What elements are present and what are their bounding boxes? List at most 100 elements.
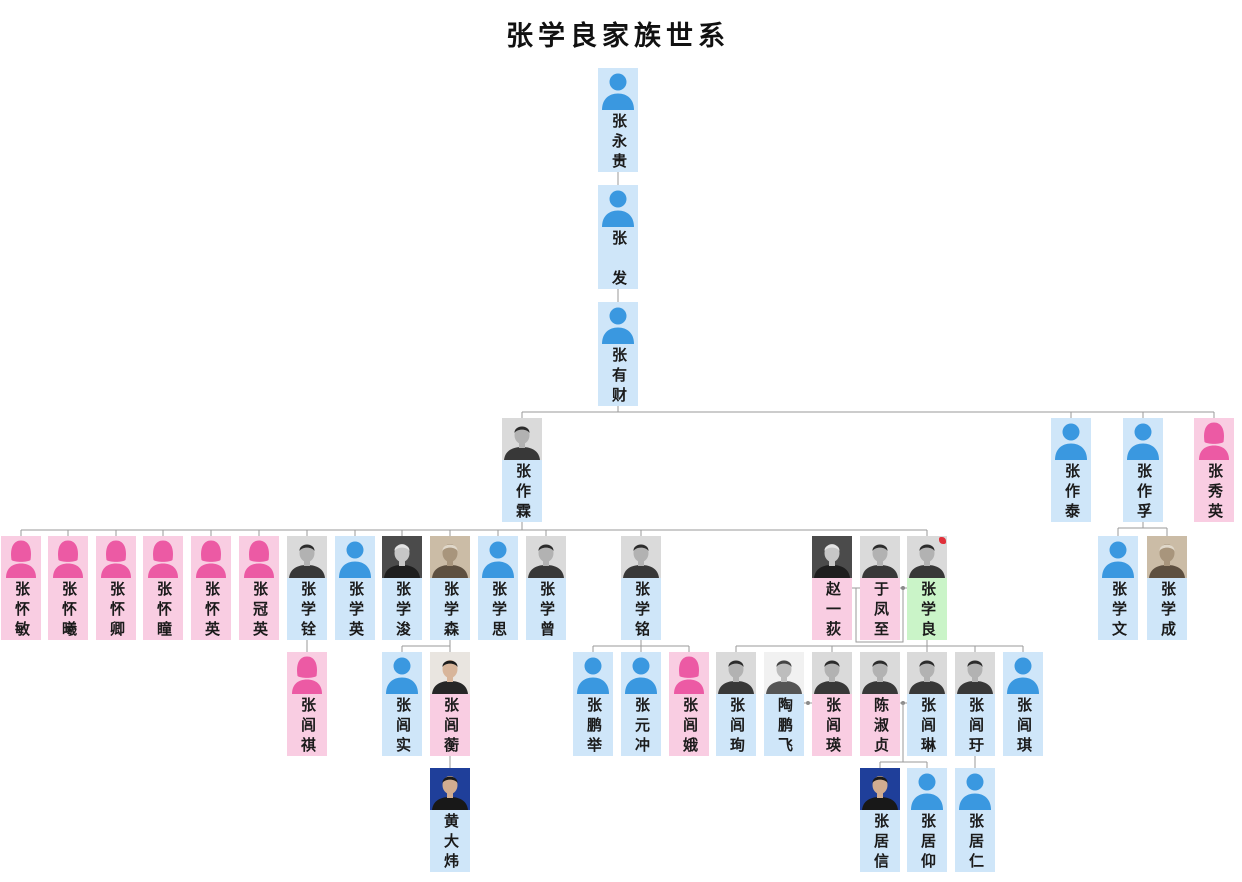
- female-silhouette-icon: [191, 536, 231, 578]
- member-name: 张冠英: [251, 581, 268, 640]
- male-silhouette-icon: [621, 652, 661, 694]
- male-silhouette-icon: [598, 68, 638, 110]
- member-node: 陶鹏飞: [764, 652, 804, 756]
- member-name: 张学铭: [633, 581, 650, 640]
- member-node: 张居仰: [907, 768, 947, 872]
- member-name: 张元冲: [633, 697, 650, 756]
- member-name: 张闾珣: [728, 697, 745, 756]
- female-silhouette-icon: [669, 652, 709, 694]
- member-name: 张怀敏: [13, 581, 30, 640]
- member-node: 张闾实: [382, 652, 422, 756]
- member-name: 张学英: [347, 581, 364, 640]
- member-name: 张居信: [872, 813, 889, 872]
- member-node: 张学成: [1147, 536, 1187, 640]
- female-silhouette-icon: [1, 536, 41, 578]
- connector-dot: [901, 586, 905, 590]
- connector-line: [401, 640, 451, 652]
- member-name: 张学成: [1159, 581, 1176, 640]
- member-name: 张 发: [610, 230, 627, 289]
- member-name: 张闾琳: [919, 697, 936, 756]
- portrait-photo: [430, 768, 470, 810]
- member-name: 张闾瑛: [824, 697, 841, 756]
- member-name: 张闾实: [394, 697, 411, 756]
- connector-line: [592, 640, 690, 652]
- portrait-photo: [502, 418, 542, 460]
- female-silhouette-icon: [96, 536, 136, 578]
- member-node: 张学浚: [382, 536, 422, 640]
- member-node: 张闾珣: [716, 652, 756, 756]
- portrait-photo: [860, 768, 900, 810]
- portrait-photo: [430, 652, 470, 694]
- member-node: 张学铨: [287, 536, 327, 640]
- connector-dot: [806, 701, 810, 705]
- member-name: 张学浚: [394, 581, 411, 640]
- connector-line: [1117, 522, 1168, 536]
- member-node: 张学思: [478, 536, 518, 640]
- member-name: 张学文: [1110, 581, 1127, 640]
- member-node: 张怀卿: [96, 536, 136, 640]
- portrait-photo: [716, 652, 756, 694]
- member-node: 张作泰: [1051, 418, 1091, 522]
- portrait-photo: [860, 536, 900, 578]
- member-node: 张学森: [430, 536, 470, 640]
- connector-line: [735, 640, 1024, 652]
- male-silhouette-icon: [955, 768, 995, 810]
- portrait-photo: [860, 652, 900, 694]
- member-node: 张闾祺: [287, 652, 327, 756]
- member-node: 张学铭: [621, 536, 661, 640]
- member-node: 张秀英: [1194, 418, 1234, 522]
- female-silhouette-icon: [143, 536, 183, 578]
- member-node: 张作孚: [1123, 418, 1163, 522]
- member-name: 张鹏举: [585, 697, 602, 756]
- member-node: 张 发: [598, 185, 638, 289]
- connector-line: [521, 406, 1215, 418]
- member-node: 于凤至: [860, 536, 900, 640]
- member-node: 张有财: [598, 302, 638, 406]
- member-node: 张作霖: [502, 418, 542, 522]
- portrait-photo: [812, 536, 852, 578]
- member-node: 张闾琪: [1003, 652, 1043, 756]
- member-node: 张学英: [335, 536, 375, 640]
- member-node: 张怀英: [191, 536, 231, 640]
- connector-line: [879, 703, 928, 768]
- female-silhouette-icon: [1194, 418, 1234, 460]
- member-name: 张学思: [490, 581, 507, 640]
- member-node: 张学良: [907, 536, 947, 640]
- member-name: 张秀英: [1206, 463, 1223, 522]
- member-node: 张冠英: [239, 536, 279, 640]
- member-node: 张学曾: [526, 536, 566, 640]
- member-name: 张学森: [442, 581, 459, 640]
- member-node: 黄大炜: [430, 768, 470, 872]
- member-name: 张闾玗: [967, 697, 984, 756]
- female-silhouette-icon: [287, 652, 327, 694]
- portrait-photo: [526, 536, 566, 578]
- member-name: 于凤至: [872, 581, 889, 640]
- member-name: 张怀英: [203, 581, 220, 640]
- portrait-photo: [764, 652, 804, 694]
- member-node: 张鹏举: [573, 652, 613, 756]
- member-name: 张居仁: [967, 813, 984, 872]
- member-node: 张居信: [860, 768, 900, 872]
- portrait-photo: [1147, 536, 1187, 578]
- male-silhouette-icon: [1051, 418, 1091, 460]
- member-name: 张闾蘅: [442, 697, 459, 756]
- member-node: 张怀敏: [1, 536, 41, 640]
- member-name: 张怀瞳: [155, 581, 172, 640]
- member-node: 张居仁: [955, 768, 995, 872]
- member-node: 张闾瑛: [812, 652, 852, 756]
- female-silhouette-icon: [48, 536, 88, 578]
- member-name: 黄大炜: [442, 813, 459, 872]
- portrait-photo: [621, 536, 661, 578]
- diagram-title: 张学良家族世系: [506, 21, 730, 52]
- member-name: 陈淑贞: [872, 697, 889, 756]
- member-node: 赵一荻: [812, 536, 852, 640]
- member-node: 张怀曦: [48, 536, 88, 640]
- male-silhouette-icon: [335, 536, 375, 578]
- member-name: 赵一荻: [824, 581, 841, 640]
- male-silhouette-icon: [598, 302, 638, 344]
- member-node: 张学文: [1098, 536, 1138, 640]
- member-name: 张作孚: [1135, 463, 1152, 522]
- portrait-photo: [382, 536, 422, 578]
- male-silhouette-icon: [478, 536, 518, 578]
